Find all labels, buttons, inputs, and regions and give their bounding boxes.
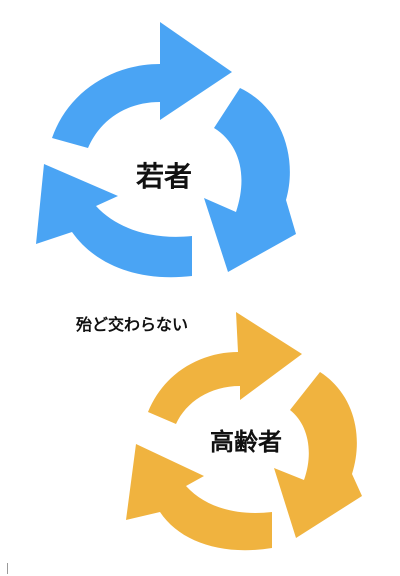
elderly-cycle-arrow-top (148, 312, 302, 424)
elderly-label: 高齢者 (210, 428, 282, 456)
youth-cycle-arrow-bottom (36, 164, 192, 278)
youth-cycle-arrow-right (204, 88, 296, 272)
youth-cycle-arrow-top (52, 22, 232, 148)
youth-label: 若者 (136, 160, 192, 193)
elderly-cycle-arrow-right (274, 372, 362, 538)
youth-cycle: 若者 (36, 22, 296, 278)
elderly-cycle: 高齢者 (126, 312, 362, 551)
text-cursor-mark (7, 563, 8, 574)
elderly-cycle-arrow-bottom (126, 444, 272, 551)
middle-caption: 殆ど交わらない (75, 315, 188, 334)
